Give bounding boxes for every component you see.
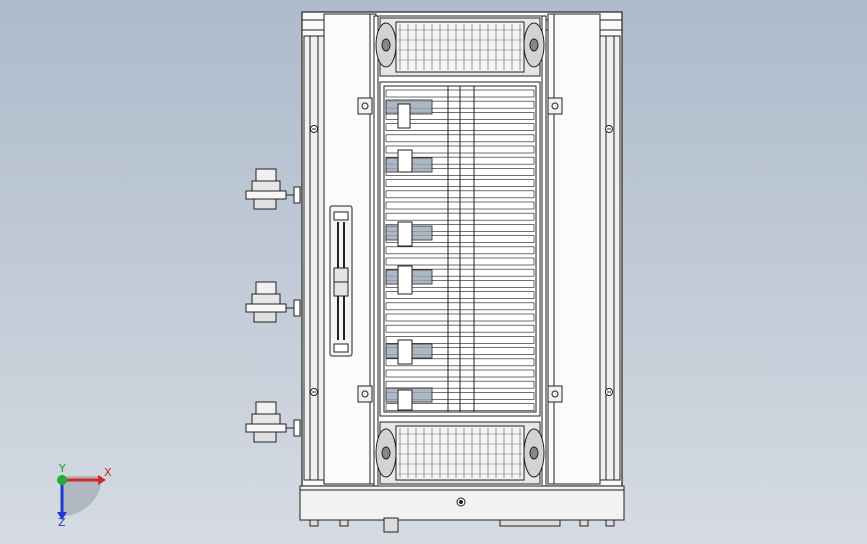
x-axis-label: X	[104, 466, 112, 479]
orientation-triad: X Y Z	[40, 462, 120, 532]
central-grille	[379, 81, 541, 417]
y-axis-label: Y	[59, 462, 66, 475]
connector	[245, 401, 301, 443]
bottom-fan-housing	[375, 421, 545, 485]
mounting-tab-bottom-left	[357, 385, 373, 403]
top-fan-housing	[375, 17, 545, 77]
z-axis-arrowhead	[57, 512, 67, 520]
mounting-tab-top-right	[547, 97, 563, 115]
mounting-tab-top-left	[357, 97, 373, 115]
connector	[245, 281, 301, 323]
right-side-panel	[547, 13, 621, 485]
triad-plane-shading	[62, 476, 102, 516]
base-plate	[299, 485, 625, 533]
z-axis-label: Z	[58, 516, 66, 529]
cable-connectors	[245, 168, 301, 443]
x-axis-arrowhead	[98, 475, 106, 485]
mounting-tab-bottom-right	[547, 385, 563, 403]
slot-bracket	[329, 205, 353, 357]
y-axis-dot	[57, 475, 67, 485]
side-screws	[310, 125, 613, 396]
connector	[245, 168, 301, 210]
